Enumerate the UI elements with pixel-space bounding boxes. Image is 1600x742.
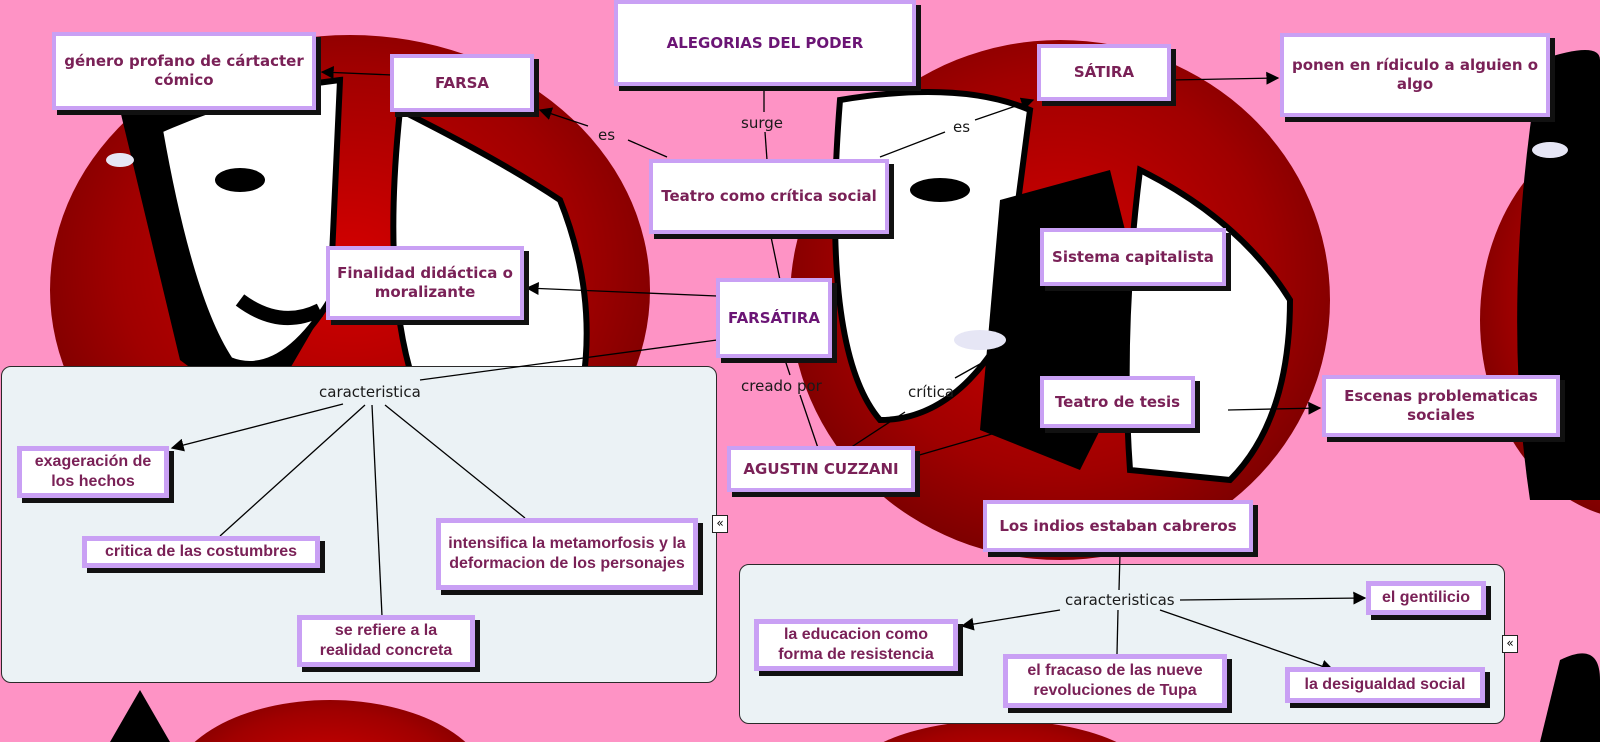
collapse-group-left-icon[interactable]: «: [712, 515, 728, 533]
node-los-indios-estaban-cabreros[interactable]: Los indios estaban cabreros: [983, 500, 1253, 552]
link-creado-por: creado por: [741, 377, 822, 395]
node-sistema-capitalista[interactable]: Sistema capitalista: [1040, 228, 1226, 286]
node-escenas-problematicas[interactable]: Escenas problematicas sociales: [1322, 375, 1560, 437]
node-label: FARSÁTIRA: [728, 308, 820, 327]
node-label: ALEGORIAS DEL PODER: [666, 33, 864, 52]
node-label: género profano de cártacter cómico: [64, 52, 304, 89]
node-genero-profano[interactable]: género profano de cártacter cómico: [52, 32, 316, 110]
collapse-group-right-icon[interactable]: «: [1502, 635, 1518, 653]
node-label: Finalidad didáctica o moralizante: [337, 264, 513, 301]
node-critica-costumbres[interactable]: critica de las costumbres: [82, 536, 320, 568]
node-intensifica-metamorfosis[interactable]: intensifica la metamorfosis y la deforma…: [436, 518, 698, 590]
node-label: ponen en rídiculo a alguien o algo: [1291, 56, 1539, 93]
node-label: AGUSTIN CUZZANI: [743, 459, 899, 478]
node-satira[interactable]: SÁTIRA: [1037, 44, 1171, 101]
node-fracaso-revoluciones[interactable]: el fracaso de las nueve revoluciones de …: [1003, 654, 1227, 708]
node-exageracion-hechos[interactable]: exageración de los hechos: [17, 446, 169, 498]
node-label: Teatro como crítica social: [661, 187, 877, 205]
node-alegorias-del-poder[interactable]: ALEGORIAS DEL PODER: [614, 0, 916, 86]
node-desigualdad-social[interactable]: la desigualdad social: [1285, 667, 1485, 703]
node-educacion-resistencia[interactable]: la educacion como forma de resistencia: [754, 619, 958, 671]
node-farsa[interactable]: FARSA: [390, 54, 534, 112]
node-label: la desigualdad social: [1304, 676, 1466, 693]
node-realidad-concreta[interactable]: se refiere a la realidad concreta: [297, 615, 475, 667]
node-finalidad-didactica[interactable]: Finalidad didáctica o moralizante: [326, 246, 524, 320]
node-label: se refiere a la realidad concreta: [319, 622, 453, 659]
node-label: exageración de los hechos: [34, 453, 152, 490]
node-label: el fracaso de las nueve revoluciones de …: [1027, 662, 1203, 699]
node-farsatira[interactable]: FARSÁTIRA: [716, 278, 832, 358]
node-label: SÁTIRA: [1073, 63, 1135, 81]
node-el-gentilicio[interactable]: el gentilicio: [1366, 581, 1486, 615]
link-es-farsa: es: [598, 126, 616, 144]
link-es-satira: es: [953, 118, 971, 136]
node-label: el gentilicio: [1381, 589, 1470, 606]
node-teatro-de-tesis[interactable]: Teatro de tesis: [1040, 376, 1195, 428]
node-label: Sistema capitalista: [1052, 247, 1214, 266]
node-label: Los indios estaban cabreros: [999, 516, 1237, 535]
link-critica: crítica: [908, 383, 955, 401]
node-label: la educacion como forma de resistencia: [778, 626, 934, 663]
node-label: critica de las costumbres: [104, 543, 298, 560]
node-label: FARSA: [434, 73, 490, 92]
node-label: Teatro de tesis: [1054, 392, 1181, 411]
link-surge: surge: [739, 114, 785, 132]
node-ponen-ridiculo[interactable]: ponen en rídiculo a alguien o algo: [1280, 33, 1550, 117]
link-caracteristicas: caracteristicas: [1063, 591, 1177, 609]
node-agustin-cuzzani[interactable]: AGUSTIN CUZZANI: [727, 446, 915, 492]
node-teatro-critica-social[interactable]: Teatro como crítica social: [649, 159, 889, 234]
link-caracteristica: caracteristica: [317, 383, 423, 401]
node-label: intensifica la metamorfosis y la deforma…: [448, 535, 686, 572]
node-label: Escenas problematicas sociales: [1344, 387, 1538, 424]
